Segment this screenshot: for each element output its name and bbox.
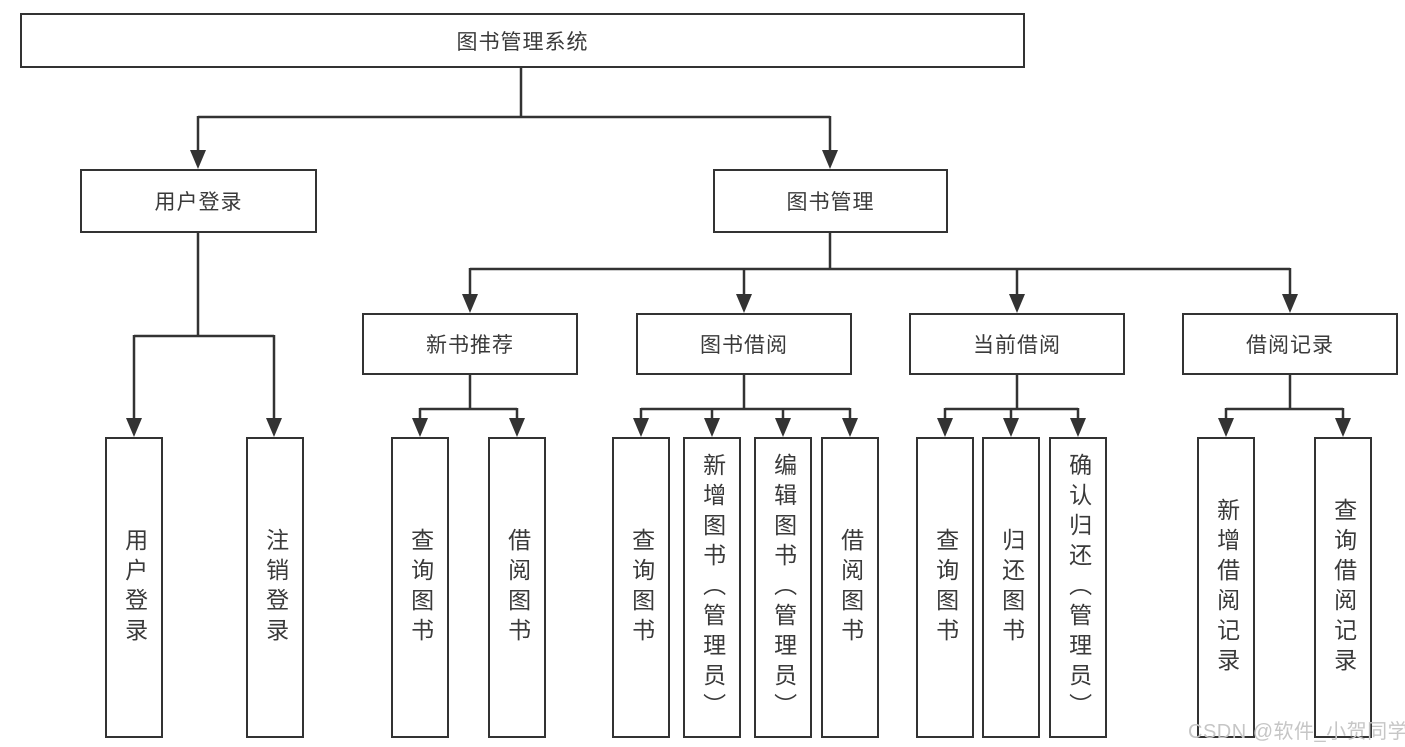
node-library-system: 图书管理系统 — [20, 13, 1025, 68]
leaf-user-login: 用户登录 — [105, 437, 163, 738]
node-user-login: 用户登录 — [80, 169, 317, 233]
leaf-confirm-return-admin: 确认归还（管理员） — [1049, 437, 1107, 738]
leaf-query-books-borrowing: 查询图书 — [612, 437, 670, 738]
leaf-query-books-current: 查询图书 — [916, 437, 974, 738]
leaf-logout: 注销登录 — [246, 437, 304, 738]
leaf-add-book-admin: 新增图书（管理员） — [683, 437, 741, 738]
node-current-borrowing: 当前借阅 — [909, 313, 1125, 375]
node-book-management: 图书管理 — [713, 169, 948, 233]
leaf-borrow-books-borrowing: 借阅图书 — [821, 437, 879, 738]
node-borrowing-records: 借阅记录 — [1182, 313, 1398, 375]
leaf-add-borrow-record: 新增借阅记录 — [1197, 437, 1255, 738]
node-book-borrowing: 图书借阅 — [636, 313, 852, 375]
leaf-edit-book-admin: 编辑图书（管理员） — [754, 437, 812, 738]
leaf-query-books-recommend: 查询图书 — [391, 437, 449, 738]
leaf-borrow-books-recommend: 借阅图书 — [488, 437, 546, 738]
node-new-book-recommend: 新书推荐 — [362, 313, 578, 375]
csdn-watermark: CSDN @软件_小贺同学 — [1188, 721, 1405, 743]
leaf-return-book: 归还图书 — [982, 437, 1040, 738]
leaf-query-borrow-record: 查询借阅记录 — [1314, 437, 1372, 738]
